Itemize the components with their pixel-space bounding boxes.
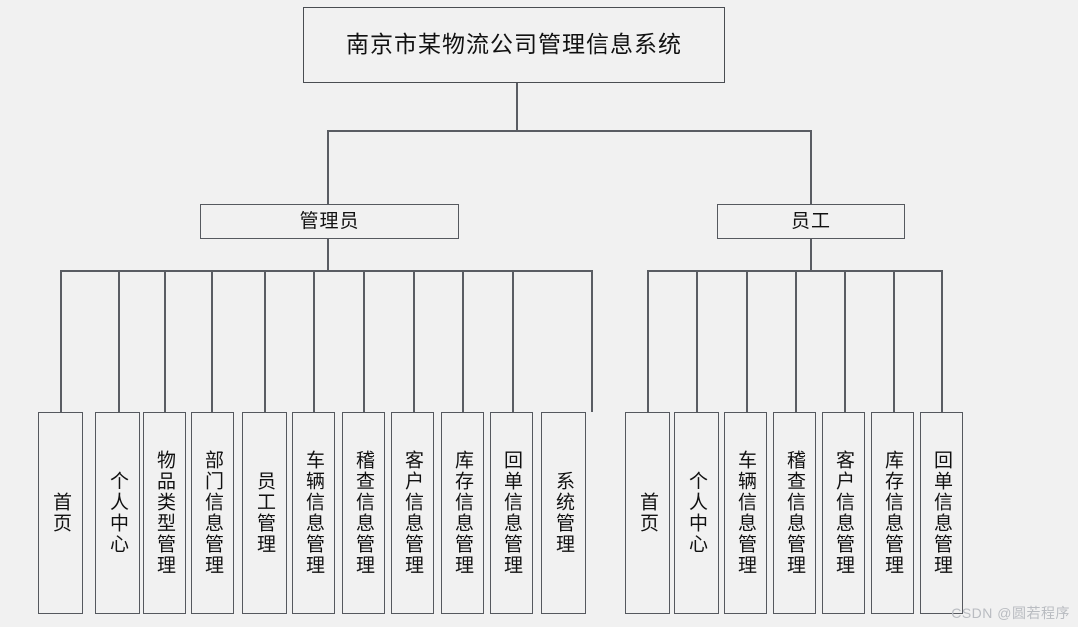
leaf-node-staff-5-label: 库存信息管理 [882,450,903,576]
leaf-node-admin-3-label: 部门信息管理 [202,450,223,576]
connector-admin-stem [327,239,329,271]
watermark: CSDN @圆若程序 [951,605,1070,621]
connector-level1-drop-staff [810,130,812,205]
connector-admin-leaf-drop [413,270,415,412]
root-node[interactable]: 南京市某物流公司管理信息系统 [303,7,725,83]
leaf-node-admin-8-label: 库存信息管理 [452,450,473,576]
connector-admin-leaf-drop [118,270,120,412]
leaf-node-staff-4-label: 客户信息管理 [833,450,854,576]
connector-admin-leaf-drop [512,270,514,412]
leaf-node-admin-9-label: 回单信息管理 [501,450,522,576]
leaf-node-admin-5-label: 车辆信息管理 [303,450,324,576]
leaf-node-admin-2-label: 物品类型管理 [154,450,175,576]
leaf-node-admin-1[interactable]: 个人中心 [95,412,140,614]
leaf-node-admin-8[interactable]: 库存信息管理 [441,412,484,614]
connector-admin-leaf-drop [211,270,213,412]
connector-level1-bus [327,130,812,132]
leaf-node-staff-0-label: 首页 [637,492,658,534]
connector-root-stem [516,83,518,131]
leaf-node-admin-7[interactable]: 客户信息管理 [391,412,434,614]
connector-admin-leaf-drop [591,270,593,412]
leaf-node-staff-0[interactable]: 首页 [625,412,670,614]
leaf-node-admin-3[interactable]: 部门信息管理 [191,412,234,614]
leaf-node-admin-0-label: 首页 [50,492,71,534]
branch-node-admin-label: 管理员 [299,210,360,232]
leaf-node-admin-4[interactable]: 员工管理 [242,412,287,614]
leaf-node-staff-4[interactable]: 客户信息管理 [822,412,865,614]
branch-node-admin[interactable]: 管理员 [200,204,459,239]
leaf-node-admin-7-label: 客户信息管理 [402,450,423,576]
leaf-node-staff-3-label: 稽查信息管理 [784,450,805,576]
leaf-node-admin-6[interactable]: 稽查信息管理 [342,412,385,614]
leaf-node-admin-5[interactable]: 车辆信息管理 [292,412,335,614]
leaf-node-staff-2[interactable]: 车辆信息管理 [724,412,767,614]
branch-node-staff-label: 员工 [790,210,831,232]
leaf-node-admin-10-label: 系统管理 [553,471,574,555]
leaf-node-staff-1[interactable]: 个人中心 [674,412,719,614]
connector-staff-bus [647,270,942,272]
leaf-node-staff-6-label: 回单信息管理 [931,450,952,576]
connector-staff-leaf-drop [893,270,895,412]
connector-admin-leaf-drop [313,270,315,412]
connector-admin-leaf-drop [264,270,266,412]
connector-staff-leaf-drop [941,270,943,412]
leaf-node-staff-6[interactable]: 回单信息管理 [920,412,963,614]
leaf-node-staff-2-label: 车辆信息管理 [735,450,756,576]
leaf-node-staff-3[interactable]: 稽查信息管理 [773,412,816,614]
connector-staff-leaf-drop [795,270,797,412]
leaf-node-admin-4-label: 员工管理 [254,471,275,555]
leaf-node-admin-9[interactable]: 回单信息管理 [490,412,533,614]
connector-admin-leaf-drop [462,270,464,412]
connector-admin-leaf-drop [363,270,365,412]
connector-admin-leaf-drop [60,270,62,412]
connector-staff-leaf-drop [696,270,698,412]
connector-level1-drop-admin [327,130,329,205]
connector-staff-stem [810,239,812,271]
connector-admin-leaf-drop [164,270,166,412]
connector-admin-bus [60,270,592,272]
leaf-node-staff-1-label: 个人中心 [686,471,707,555]
leaf-node-admin-1-label: 个人中心 [107,471,128,555]
leaf-node-admin-2[interactable]: 物品类型管理 [143,412,186,614]
branch-node-staff[interactable]: 员工 [717,204,905,239]
leaf-node-admin-10[interactable]: 系统管理 [541,412,586,614]
root-node-label: 南京市某物流公司管理信息系统 [346,31,682,58]
connector-staff-leaf-drop [746,270,748,412]
leaf-node-staff-5[interactable]: 库存信息管理 [871,412,914,614]
leaf-node-admin-6-label: 稽查信息管理 [353,450,374,576]
leaf-node-admin-0[interactable]: 首页 [38,412,83,614]
connector-staff-leaf-drop [647,270,649,412]
connector-staff-leaf-drop [844,270,846,412]
